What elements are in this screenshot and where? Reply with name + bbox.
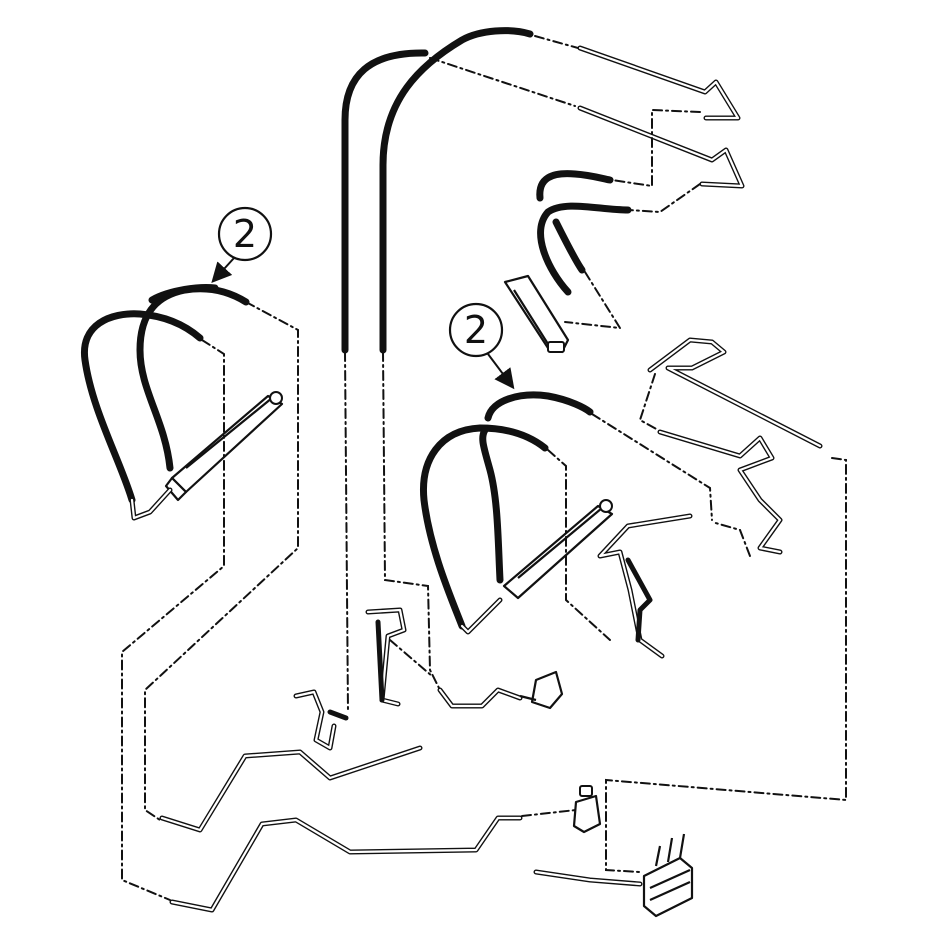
center-lower-tube xyxy=(437,687,523,709)
left-hydraulic-cylinder xyxy=(164,391,284,502)
leader-top-3 xyxy=(611,108,701,188)
left-cylinder-tube xyxy=(129,487,173,521)
lower-relief-valve xyxy=(521,785,602,834)
center-cylinder-tube xyxy=(459,597,503,635)
long-hose-outer xyxy=(341,49,429,354)
leader-top-2 xyxy=(534,35,579,49)
leader-right-2 xyxy=(605,457,847,873)
mid-right-hose-upper xyxy=(536,170,614,202)
center-valve-block xyxy=(519,670,564,710)
leader-left-2 xyxy=(121,339,225,901)
leader-center-2 xyxy=(591,413,713,521)
leader-top-4 xyxy=(627,183,701,214)
leader-bracket xyxy=(564,271,622,330)
long-hose-inner xyxy=(379,27,534,354)
right-tube-assembly-upper xyxy=(647,337,823,449)
leader-center-4 xyxy=(382,351,441,691)
leader-center-1 xyxy=(547,449,611,641)
mid-right-hose-lower xyxy=(537,202,632,296)
lower-valve-line xyxy=(533,869,643,887)
leader-right-1 xyxy=(638,373,659,431)
top-right-tube-upper xyxy=(577,45,741,121)
leader-left-1 xyxy=(144,301,299,821)
center-right-tube xyxy=(597,513,693,659)
leader-center-3 xyxy=(344,351,349,713)
leader-center-5 xyxy=(389,639,433,677)
control-valve-bank xyxy=(642,833,694,918)
center-hydraulic-cylinder xyxy=(502,499,614,600)
leader-right-3 xyxy=(711,521,751,557)
top-right-tube-lower xyxy=(577,105,745,189)
callout-center: 2 xyxy=(448,302,515,390)
callout-center-label: 2 xyxy=(464,308,488,352)
lower-steel-tube-2 xyxy=(169,815,523,913)
leader-top-1 xyxy=(429,57,576,107)
center-fitting-bracket xyxy=(365,607,407,707)
mounting-bracket xyxy=(503,274,570,354)
callout-left: 2 xyxy=(211,206,273,283)
left-bottom-fitting xyxy=(293,689,349,751)
right-tube-assembly-lower xyxy=(657,429,783,555)
lower-steel-tube-1 xyxy=(159,745,423,833)
callout-left-label: 2 xyxy=(233,212,257,256)
center-hose-set xyxy=(420,391,594,630)
left-hose-set xyxy=(81,284,250,504)
